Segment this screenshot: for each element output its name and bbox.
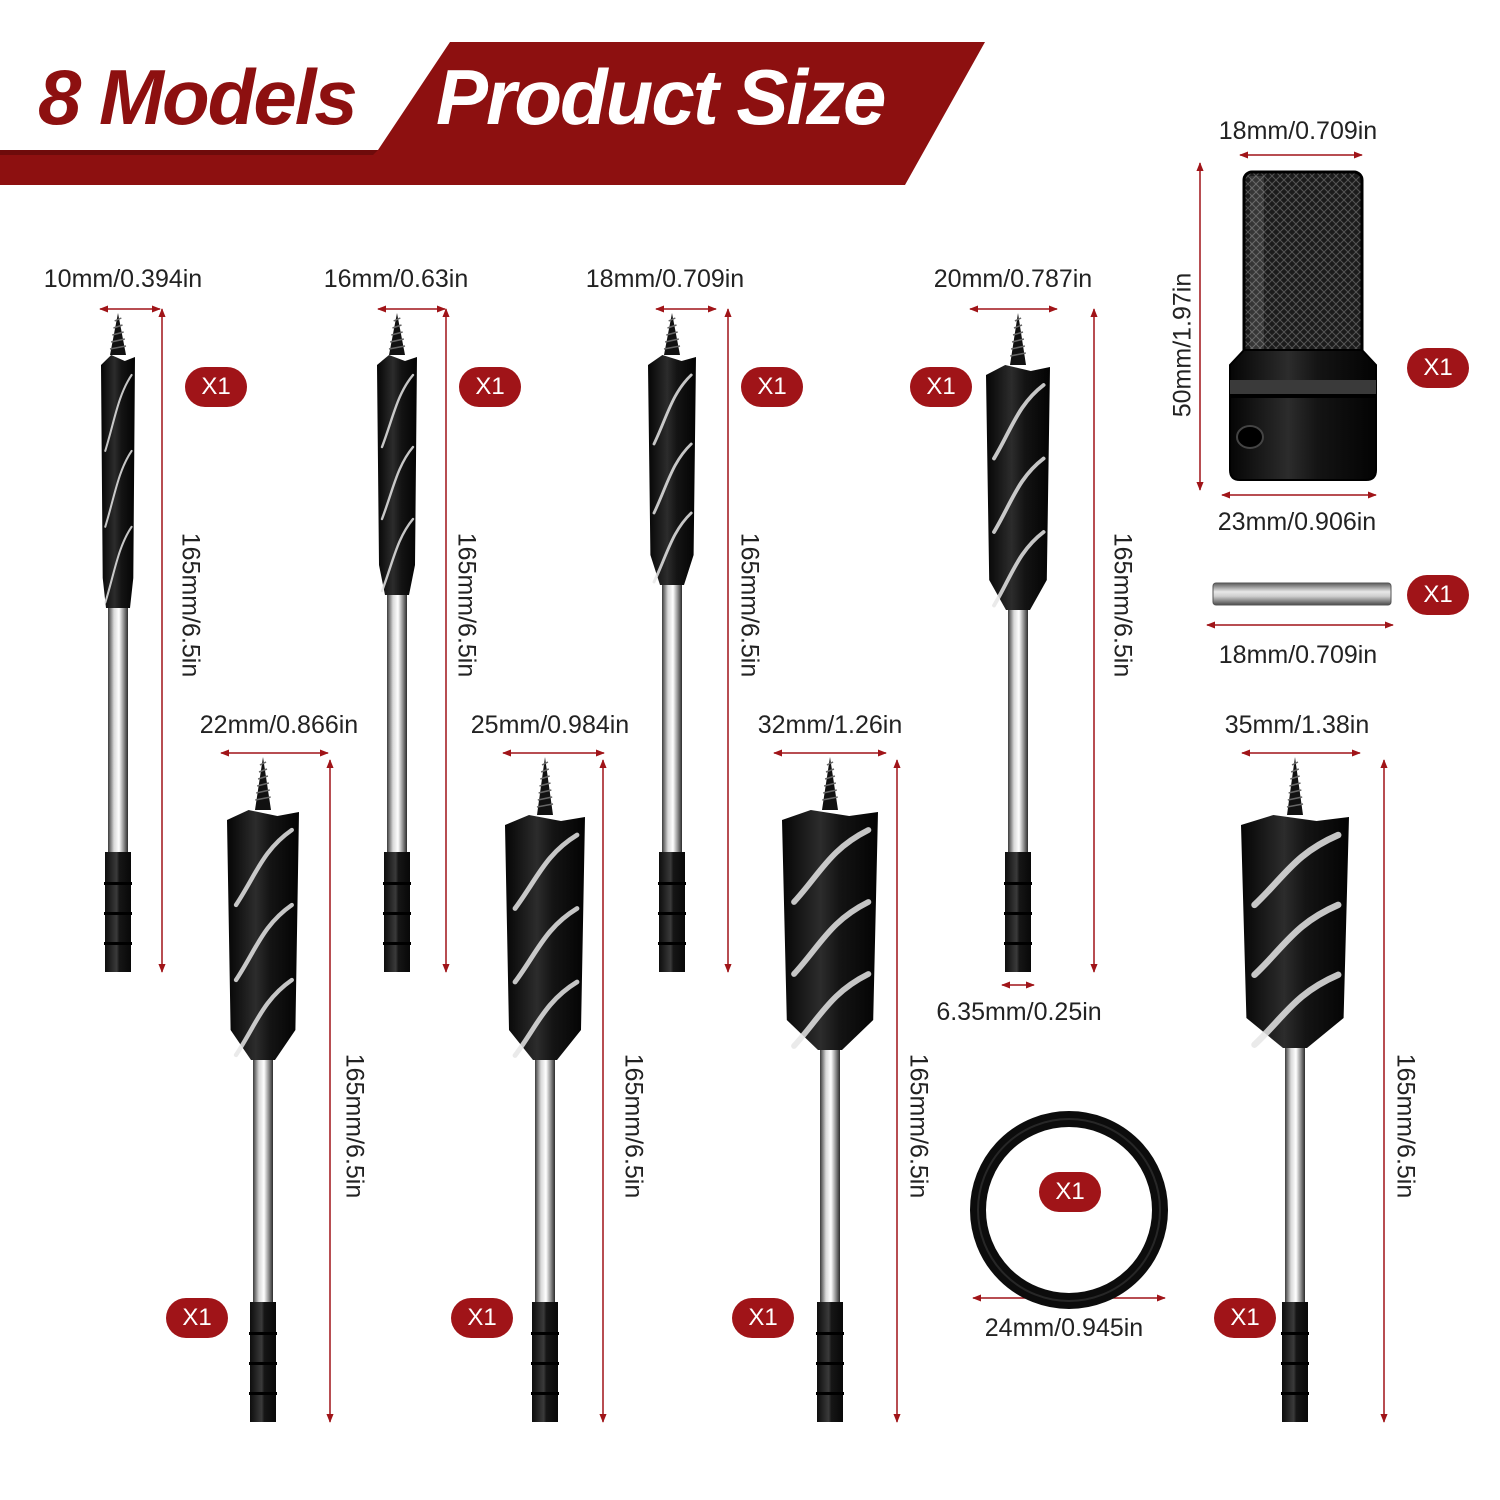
models-count-label: 8 Models	[38, 53, 358, 141]
adapter-quantity-badge: X1	[1407, 348, 1469, 388]
drill-bit-5	[227, 757, 299, 1422]
bit-1-diameter-label: 10mm/0.394in	[43, 265, 203, 293]
drill-bit-1	[101, 313, 135, 972]
bit-4-quantity-badge: X1	[910, 367, 972, 407]
bit-4-length-label: 165mm/6.5in	[1108, 532, 1137, 678]
bit-8-diameter-label: 35mm/1.38in	[1224, 711, 1370, 739]
retaining-pin	[1212, 582, 1392, 606]
bit-1-quantity-badge: X1	[185, 367, 247, 407]
bit-8-length-label: 165mm/6.5in	[1391, 1053, 1420, 1199]
bit-5-quantity-badge: X1	[166, 1298, 228, 1338]
o-ring-quantity-badge: X1	[1039, 1172, 1101, 1212]
drill-bit-2	[377, 313, 417, 972]
bit-8-quantity-badge: X1	[1214, 1298, 1276, 1338]
adapter-top-width-label: 18mm/0.709in	[1218, 117, 1378, 145]
adapter-bottom-width-label: 23mm/0.906in	[1217, 508, 1377, 536]
bit-2-quantity-badge: X1	[459, 367, 521, 407]
bit-6-quantity-badge: X1	[451, 1298, 513, 1338]
drill-bit-7	[782, 757, 878, 1422]
drill-bit-3	[648, 313, 696, 972]
pin-quantity-badge: X1	[1407, 575, 1469, 615]
bit-3-diameter-label: 18mm/0.709in	[585, 265, 745, 293]
drill-bit-4	[986, 313, 1050, 972]
pin-length-label: 18mm/0.709in	[1218, 641, 1378, 669]
bit-2-length-label: 165mm/6.5in	[452, 532, 481, 678]
drill-bits	[101, 313, 1349, 1422]
bit-2-diameter-label: 16mm/0.63in	[323, 265, 469, 293]
bit-5-length-label: 165mm/6.5in	[340, 1053, 369, 1199]
bit-5-diameter-label: 22mm/0.866in	[199, 711, 359, 739]
bit-7-length-label: 165mm/6.5in	[904, 1053, 933, 1199]
drill-bit-6	[505, 757, 585, 1422]
o-ring	[970, 1111, 1168, 1309]
title-banner	[0, 42, 985, 185]
dimension-lines	[99, 151, 1394, 1423]
bit-6-length-label: 165mm/6.5in	[619, 1053, 648, 1199]
bit-6-diameter-label: 25mm/0.984in	[470, 711, 630, 739]
socket-adapter	[1229, 170, 1377, 481]
bit-3-length-label: 165mm/6.5in	[735, 532, 764, 678]
adapter-height-label: 50mm/1.97in	[1168, 272, 1197, 418]
bit-3-quantity-badge: X1	[741, 367, 803, 407]
bit-4-diameter-label: 20mm/0.787in	[933, 265, 1093, 293]
drill-bit-8	[1241, 757, 1349, 1422]
bit-4-shank-label: 6.35mm/0.25in	[936, 998, 1102, 1026]
bit-1-length-label: 165mm/6.5in	[176, 532, 205, 678]
bit-7-quantity-badge: X1	[732, 1298, 794, 1338]
bit-7-diameter-label: 32mm/1.26in	[757, 711, 903, 739]
page-title: Product Size	[436, 53, 886, 141]
o-ring-diameter-label: 24mm/0.945in	[984, 1314, 1144, 1342]
